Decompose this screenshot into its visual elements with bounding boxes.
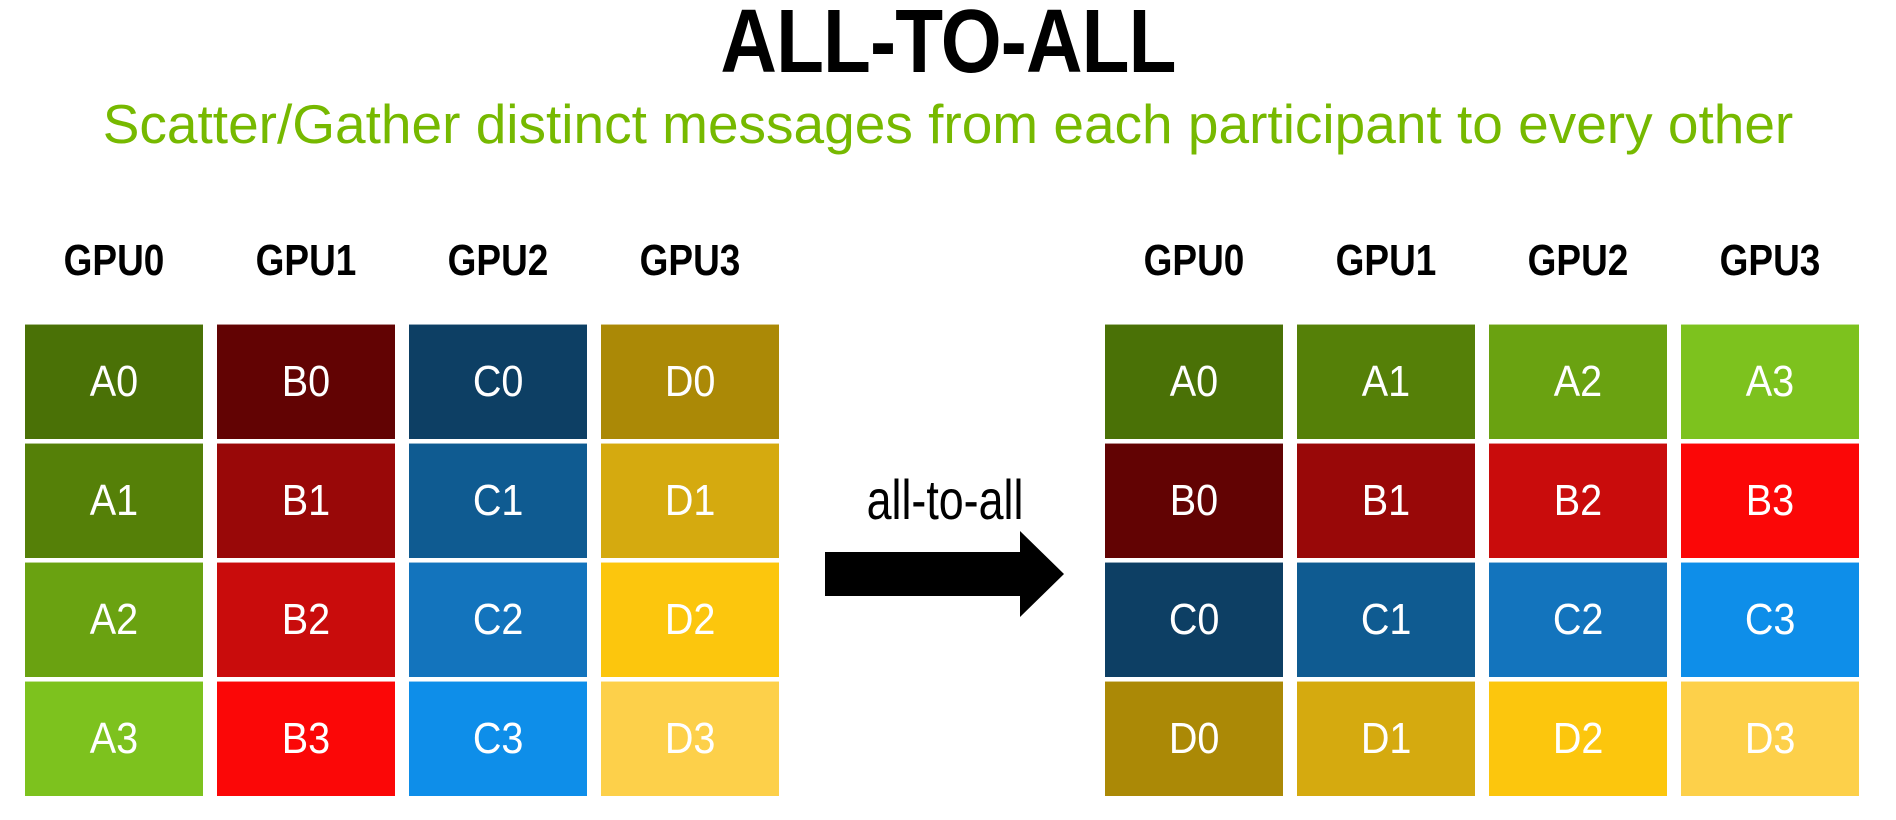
data-chunk-label: A1 <box>89 476 139 525</box>
data-chunk-label: C1 <box>472 476 524 525</box>
data-chunk-label: B0 <box>281 357 331 406</box>
data-chunk-label: A0 <box>1169 357 1219 406</box>
data-chunk-cell: D2 <box>1489 681 1667 796</box>
data-chunk-label: A0 <box>89 357 139 406</box>
data-chunk-cell: D3 <box>1681 681 1859 796</box>
data-chunk-cell: B1 <box>217 443 395 558</box>
slide-subtitle: Scatter/Gather distinct messages from ea… <box>102 93 1794 155</box>
data-chunk-cell: C3 <box>1681 562 1859 677</box>
data-chunk-label: C3 <box>472 714 524 763</box>
data-chunk-cell: C3 <box>409 681 587 796</box>
arrow-label: all-to-all <box>866 468 1024 531</box>
slide-title: ALL-TO-ALL <box>720 0 1176 92</box>
gpu-column-header: GPU1 <box>1335 236 1437 285</box>
gpu-column-header: GPU2 <box>1527 236 1629 285</box>
data-chunk-cell: A0 <box>1105 324 1283 439</box>
data-chunk-cell: C1 <box>1297 562 1475 677</box>
data-chunk-cell: B2 <box>1489 443 1667 558</box>
data-chunk-cell: C0 <box>1105 562 1283 677</box>
data-chunk-cell: A0 <box>25 324 203 439</box>
data-chunk-cell: A2 <box>25 562 203 677</box>
data-chunk-label: A3 <box>89 714 139 763</box>
data-chunk-label: D0 <box>1168 714 1220 763</box>
data-chunk-label: C1 <box>1360 595 1412 644</box>
data-chunk-label: A2 <box>1553 357 1603 406</box>
gpu-column-header: GPU0 <box>63 236 165 285</box>
data-chunk-label: B1 <box>281 476 331 525</box>
data-chunk-cell: D1 <box>1297 681 1475 796</box>
data-chunk-cell: A1 <box>1297 324 1475 439</box>
data-chunk-cell: C2 <box>409 562 587 677</box>
data-chunk-cell: A3 <box>25 681 203 796</box>
data-chunk-cell: D1 <box>601 443 779 558</box>
data-chunk-cell: A1 <box>25 443 203 558</box>
data-chunk-label: C2 <box>1552 595 1604 644</box>
data-chunk-cell: B3 <box>217 681 395 796</box>
data-chunk-label: B0 <box>1169 476 1219 525</box>
data-chunk-cell: D0 <box>601 324 779 439</box>
gpu-column-header: GPU2 <box>447 236 549 285</box>
data-chunk-label: A1 <box>1361 357 1411 406</box>
gpu-column-header: GPU3 <box>1719 236 1821 285</box>
data-chunk-label: D1 <box>1360 714 1412 763</box>
data-chunk-label: C2 <box>472 595 524 644</box>
gpu-column-header: GPU3 <box>639 236 741 285</box>
data-chunk-cell: B2 <box>217 562 395 677</box>
data-chunk-label: C0 <box>472 357 524 406</box>
data-chunk-cell: D0 <box>1105 681 1283 796</box>
data-chunk-cell: C0 <box>409 324 587 439</box>
data-chunk-label: A3 <box>1745 357 1795 406</box>
data-chunk-cell: A3 <box>1681 324 1859 439</box>
data-chunk-label: D3 <box>1744 714 1796 763</box>
data-chunk-label: D3 <box>664 714 716 763</box>
gpu-column-header: GPU1 <box>255 236 357 285</box>
data-chunk-cell: B0 <box>217 324 395 439</box>
data-chunk-label: D2 <box>1552 714 1604 763</box>
data-chunk-cell: C1 <box>409 443 587 558</box>
data-chunk-cell: B3 <box>1681 443 1859 558</box>
data-chunk-label: D2 <box>664 595 716 644</box>
data-chunk-cell: B0 <box>1105 443 1283 558</box>
data-chunk-label: B3 <box>281 714 331 763</box>
right-arrow-icon <box>825 531 1064 617</box>
gpu-column-header: GPU0 <box>1143 236 1245 285</box>
data-chunk-label: B2 <box>281 595 331 644</box>
data-chunk-label: A2 <box>89 595 139 644</box>
data-chunk-cell: D3 <box>601 681 779 796</box>
data-chunk-label: B1 <box>1361 476 1411 525</box>
data-chunk-label: D0 <box>664 357 716 406</box>
data-chunk-cell: C2 <box>1489 562 1667 677</box>
data-chunk-label: D1 <box>664 476 716 525</box>
data-chunk-cell: B1 <box>1297 443 1475 558</box>
data-chunk-label: C3 <box>1744 595 1796 644</box>
data-chunk-label: B3 <box>1745 476 1795 525</box>
data-chunk-label: C0 <box>1168 595 1220 644</box>
data-chunk-label: B2 <box>1553 476 1603 525</box>
data-chunk-cell: A2 <box>1489 324 1667 439</box>
data-chunk-cell: D2 <box>601 562 779 677</box>
